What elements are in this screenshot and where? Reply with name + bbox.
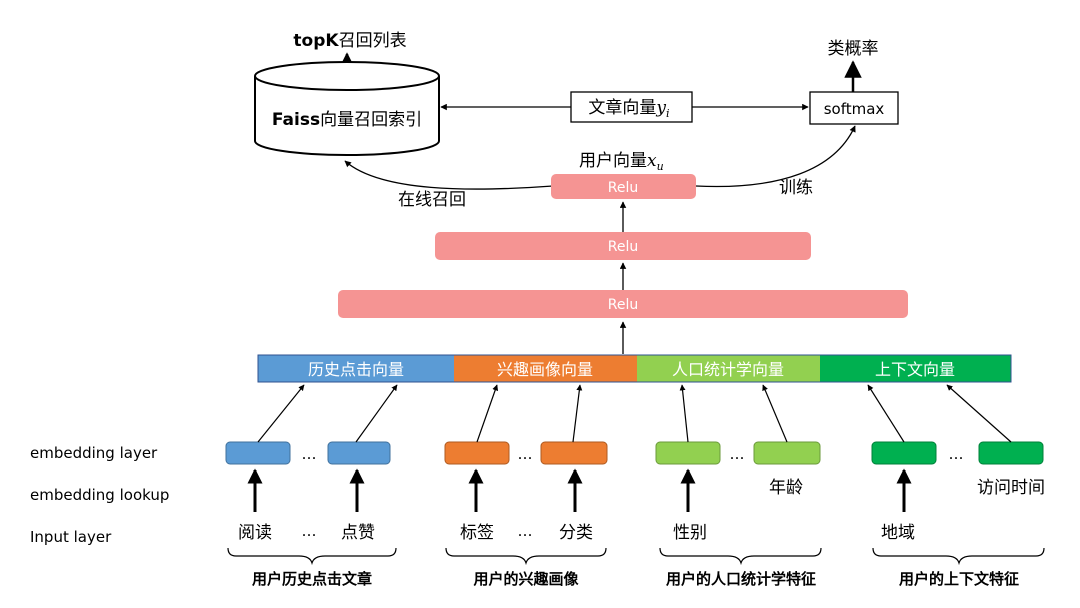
feature-category: 分类	[559, 523, 593, 543]
interest-emb2-arrow	[572, 384, 583, 443]
history-input-ellipsis: …	[302, 522, 317, 540]
demographic-emb1-arrow	[679, 384, 689, 443]
interest-vector-label: 兴趣画像向量	[497, 360, 593, 379]
feature-age: 年龄	[769, 478, 803, 498]
history-vector-label: 历史点击向量	[308, 360, 404, 379]
context-vector-segment	[820, 355, 1011, 382]
concat-vector-outline	[257, 354, 1012, 383]
history-group-brace	[227, 547, 397, 566]
demographic-embedding-2	[753, 441, 821, 465]
history-embedding-2	[327, 441, 391, 465]
demographic-group-label: 用户的人口统计学特征	[666, 570, 816, 588]
online-recall-arrow	[344, 160, 554, 190]
train-label: 训练	[779, 178, 813, 198]
history-embedding-1	[225, 441, 291, 465]
interest-group-brace	[445, 547, 607, 566]
feature-read: 阅读	[238, 523, 272, 543]
context-embedding-1	[871, 441, 937, 465]
history-emb1-arrow	[257, 384, 305, 443]
demographic-vector-label: 人口统计学向量	[672, 360, 784, 379]
interest-vector-segment	[454, 355, 637, 382]
faiss-index-label: Faiss向量召回索引	[272, 110, 422, 130]
context-group-label: 用户的上下文特征	[899, 570, 1019, 588]
relu-layer-top-label: Relu	[608, 180, 638, 196]
history-vector-segment	[258, 355, 454, 382]
feature-gender: 性别	[673, 523, 707, 543]
relu-layer-bottom	[338, 290, 908, 318]
topk-recall-list-label: topK召回列表	[293, 31, 406, 51]
article-vector-label: 文章向量yi	[588, 98, 669, 120]
context-emb2-arrow	[946, 384, 1012, 443]
interest-input-ellipsis: …	[518, 522, 533, 540]
interest-embedding-ellipsis: …	[518, 445, 533, 463]
interest-embedding-2	[540, 441, 608, 465]
feature-region: 地域	[881, 523, 915, 543]
interest-emb1-arrow	[476, 384, 499, 443]
train-arrow	[695, 125, 856, 188]
interest-group-label: 用户的兴趣画像	[473, 570, 579, 588]
history-embedding-ellipsis: …	[302, 445, 317, 463]
context-emb1-arrow	[867, 384, 905, 443]
demographic-emb2-arrow	[762, 384, 788, 443]
user-vector-label: 用户向量xu	[579, 151, 664, 173]
demographic-embedding-1	[655, 441, 721, 465]
class-probability-label: 类概率	[828, 39, 879, 59]
softmax-box	[809, 91, 899, 125]
context-embedding-2	[978, 441, 1044, 465]
context-embedding-ellipsis: …	[949, 445, 964, 463]
history-emb2-arrow	[355, 384, 398, 443]
input-layer-label: Input layer	[30, 528, 112, 546]
demographic-embedding-ellipsis: …	[730, 445, 745, 463]
demographic-group-brace	[659, 547, 822, 566]
faiss-index-cylinder	[254, 61, 440, 156]
relu-layer-bottom-label: Relu	[608, 297, 638, 313]
demographic-vector-segment	[637, 355, 820, 382]
softmax-label: softmax	[824, 100, 885, 118]
feature-tag: 标签	[460, 523, 494, 543]
online-recall-label: 在线召回	[398, 190, 466, 210]
embedding-layer-label: embedding layer	[30, 444, 158, 462]
feature-like: 点赞	[341, 523, 375, 543]
relu-layer-top	[551, 174, 696, 199]
context-group-brace	[872, 547, 1045, 566]
interest-embedding-1	[444, 441, 510, 465]
relu-layer-middle-label: Relu	[608, 239, 638, 255]
relu-layer-middle	[435, 232, 811, 260]
embedding-lookup-label: embedding lookup	[30, 486, 169, 504]
context-vector-label: 上下文向量	[875, 360, 955, 379]
feature-visit-time: 访问时间	[977, 478, 1045, 498]
history-group-label: 用户历史点击文章	[252, 570, 372, 588]
